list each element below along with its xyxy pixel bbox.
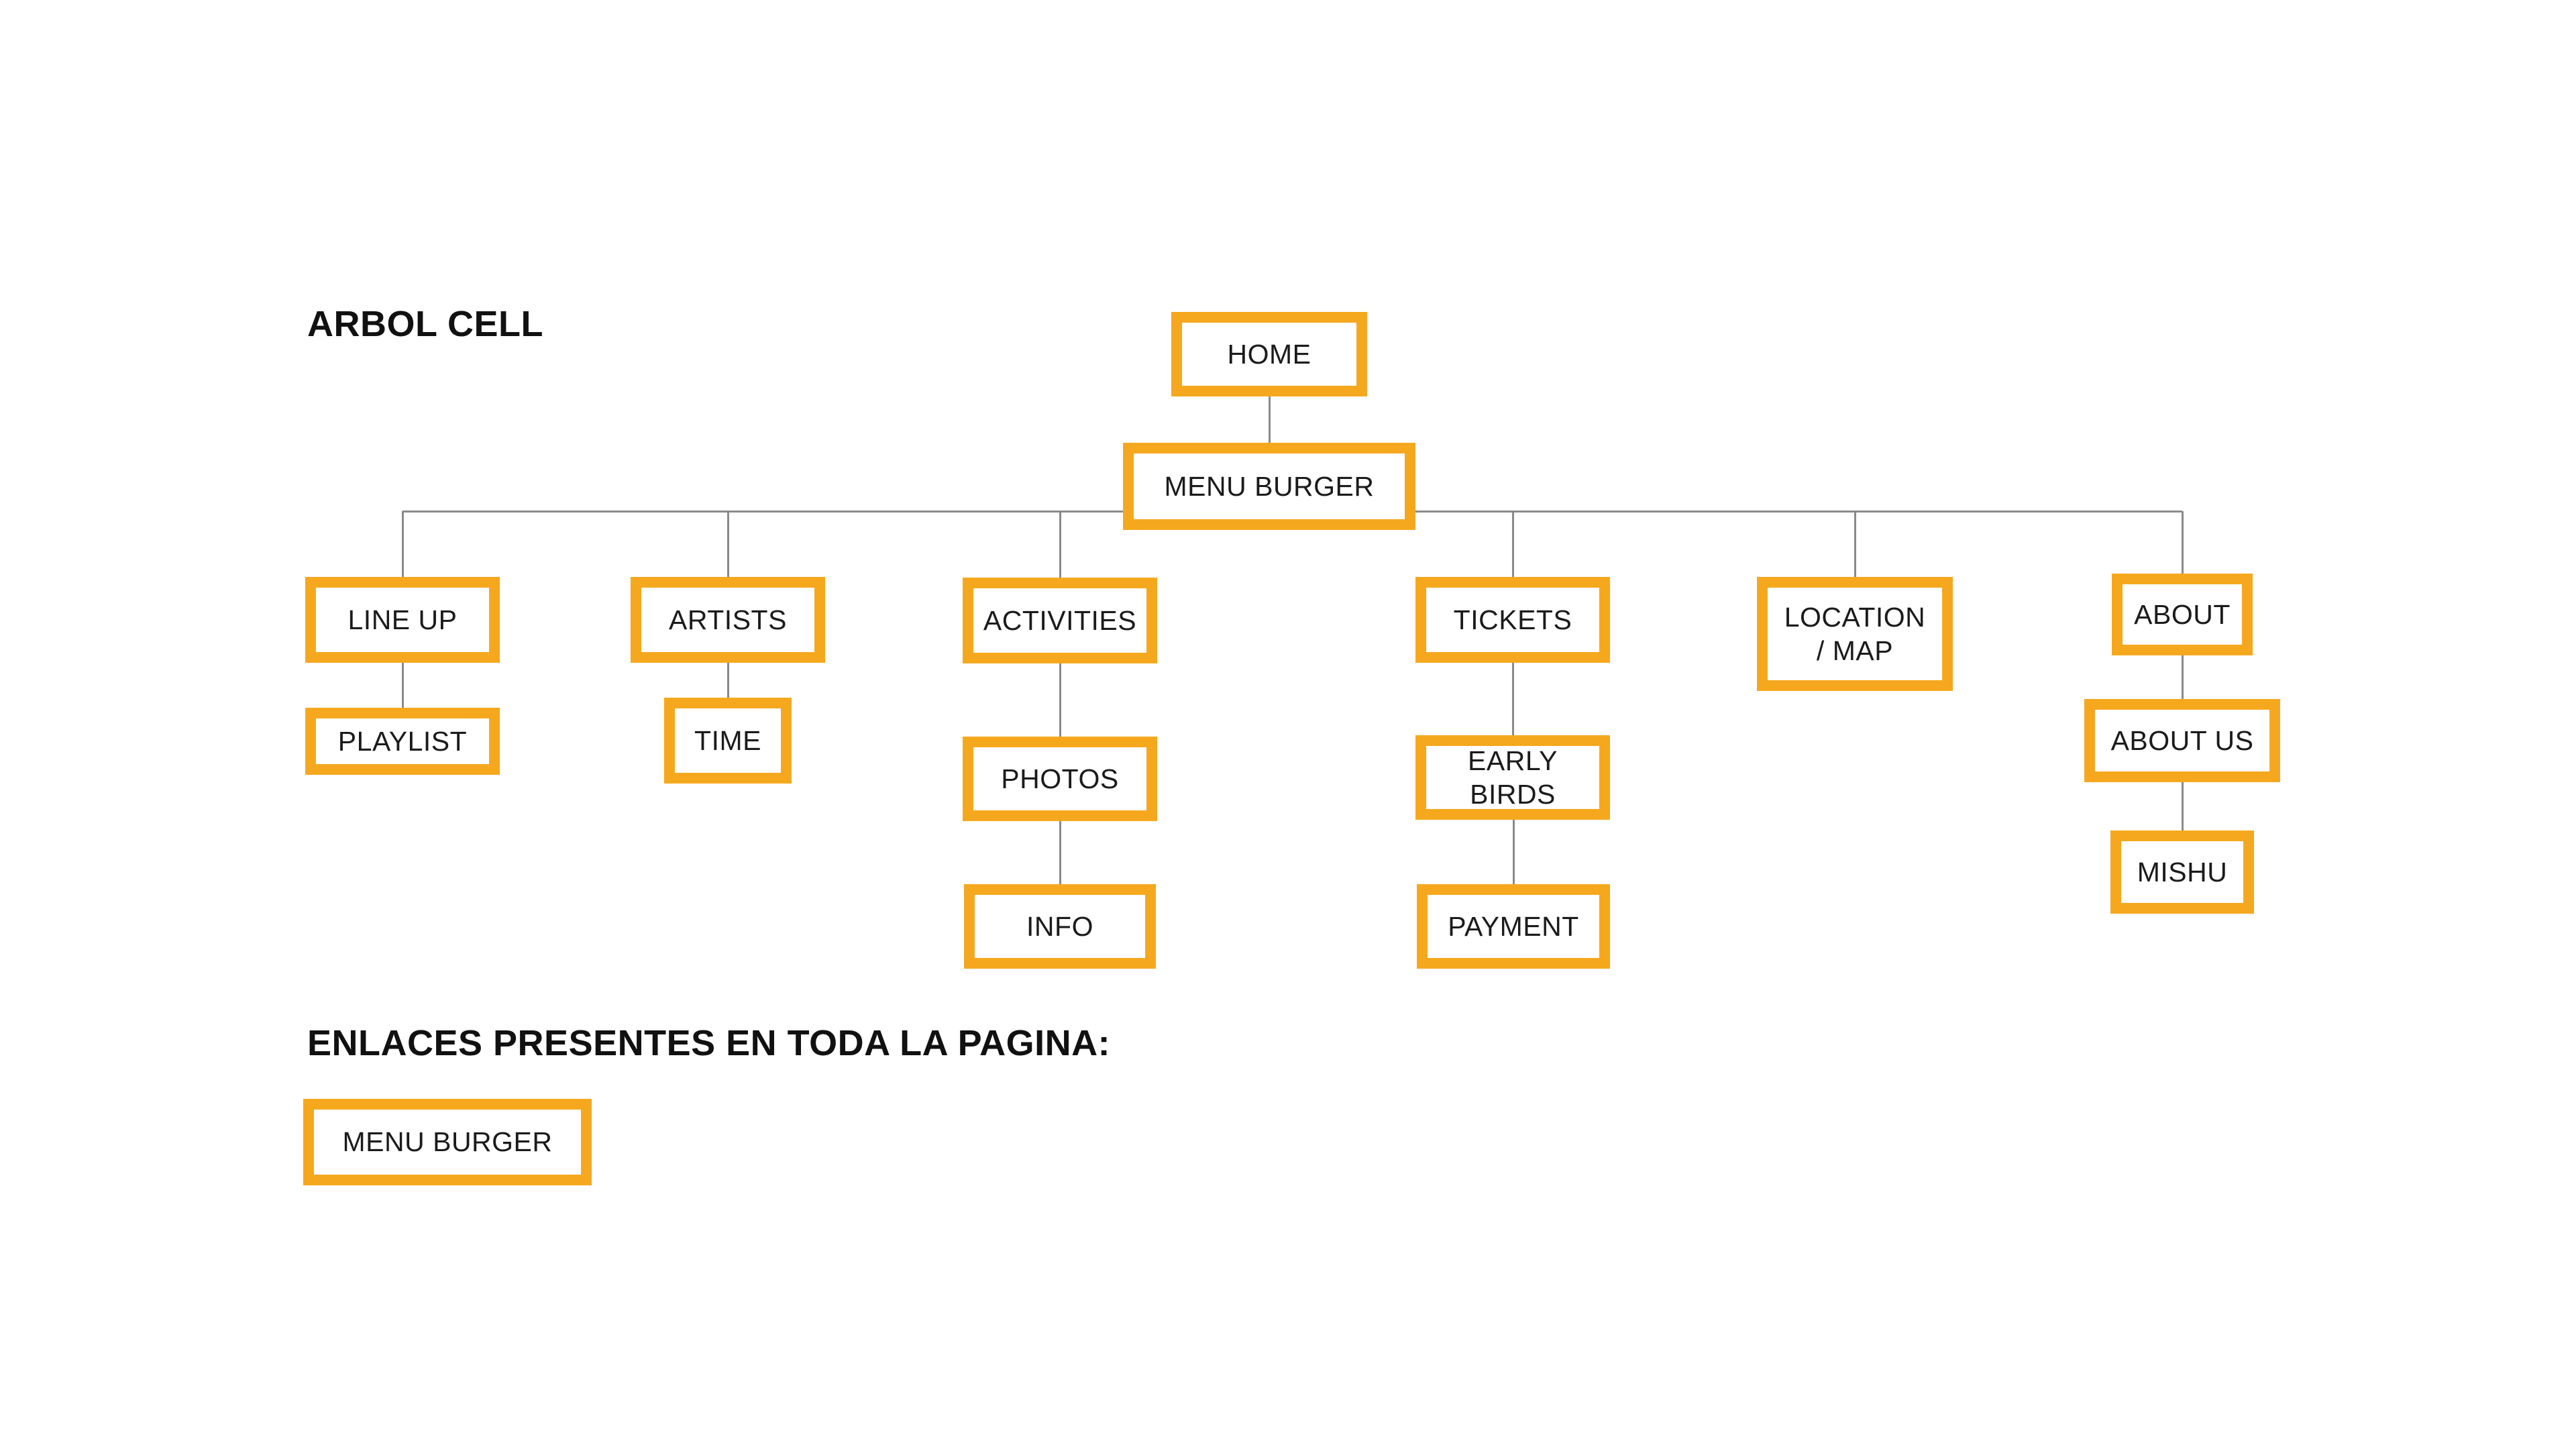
node-label-about-us: ABOUT US (2110, 724, 2254, 756)
tree-node-info: INFO (964, 884, 1156, 969)
node-label-early-birds: EARLY BIRDS (1468, 745, 1558, 810)
tree-node-playlist: PLAYLIST (305, 708, 500, 775)
tree-node-menu-burger-footer: MENU BURGER (303, 1099, 592, 1185)
tree-node-artists: ARTISTS (631, 577, 825, 663)
tree-node-payment: PAYMENT (1417, 884, 1610, 969)
tree-node-about: ABOUT (2112, 574, 2253, 655)
tree-node-menu-burger: MENU BURGER (1123, 443, 1415, 530)
tree-node-time: TIME (664, 698, 792, 784)
edge-early-birds-payment (1512, 820, 1515, 884)
edge-menu-burger-about (2181, 511, 2184, 574)
node-label-home: HOME (1227, 338, 1311, 370)
node-label-menu-burger: MENU BURGER (1164, 470, 1375, 502)
tree-node-about-us: ABOUT US (2084, 699, 2280, 782)
node-label-line-up: LINE UP (347, 604, 458, 635)
edge-menu-burger-line-up (401, 511, 404, 577)
edge-line-up-playlist (401, 663, 404, 708)
edge-home-menu-burger (1268, 396, 1271, 443)
tree-node-activities: ACTIVITIES (963, 578, 1157, 663)
node-label-photos: PHOTOS (1001, 763, 1119, 794)
edge-menu-burger-activities (1059, 511, 1061, 578)
node-label-about: ABOUT (2134, 598, 2231, 630)
tree-node-home: HOME (1171, 312, 1367, 396)
footer-heading: ENLACES PRESENTES EN TODA LA PAGINA: (307, 1023, 1111, 1063)
edge-activities-photos (1059, 663, 1061, 737)
tree-node-tickets: TICKETS (1415, 577, 1610, 663)
edge-about-us-mishu (2181, 782, 2184, 830)
edge-menu-burger-artists (727, 511, 729, 577)
node-label-tickets: TICKETS (1453, 604, 1572, 635)
edge-artists-time (727, 663, 729, 698)
tree-node-early-birds: EARLY BIRDS (1415, 735, 1610, 820)
node-label-info: INFO (1026, 910, 1093, 942)
node-label-mishu: MISHU (2137, 856, 2228, 888)
tree-node-location-map: LOCATION / MAP (1757, 577, 1953, 691)
node-label-activities: ACTIVITIES (983, 604, 1137, 636)
node-label-artists: ARTISTS (669, 604, 787, 635)
node-label-payment: PAYMENT (1448, 910, 1579, 942)
tree-node-mishu: MISHU (2110, 830, 2254, 914)
node-label-time: TIME (694, 724, 761, 756)
edge-about-about-us (2181, 655, 2184, 699)
edge-tickets-early-birds (1511, 663, 1514, 735)
edge-menu-burger-tickets (1511, 511, 1514, 577)
tree-node-photos: PHOTOS (963, 737, 1157, 821)
node-label-location-map: LOCATION / MAP (1784, 601, 1926, 666)
node-label-menu-burger-footer: MENU BURGER (342, 1126, 553, 1158)
edge-menu-burger-location-map (1854, 511, 1856, 577)
tree-node-line-up: LINE UP (305, 577, 500, 663)
node-label-playlist: PLAYLIST (337, 725, 468, 757)
edge-photos-info (1059, 821, 1061, 884)
page-title: ARBOL CELL (307, 304, 543, 344)
